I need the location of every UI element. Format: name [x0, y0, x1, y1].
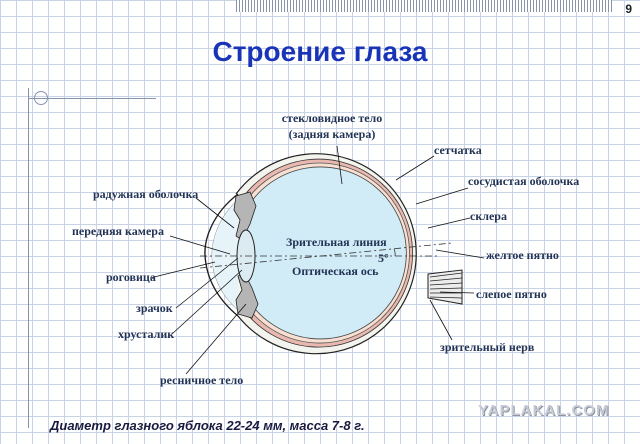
top-stripe-decoration — [236, 0, 612, 12]
label-cornea: роговица — [106, 270, 156, 284]
watermark-logo: YAPLAKAL.COM — [478, 402, 610, 419]
vitreous-body-shape — [239, 166, 407, 340]
optic-nerve-fibers — [429, 272, 463, 299]
label-retina: сетчатка — [434, 143, 482, 157]
decorative-horizontal-line — [28, 98, 156, 99]
visual-line — [199, 242, 453, 269]
label-vitreous-line2: (задняя камера) — [289, 127, 376, 141]
label-visual-line: Зрительная линия — [286, 235, 387, 249]
label-optic-nerve: зрительный нерв — [440, 340, 535, 354]
leader-lines — [149, 145, 485, 375]
page-title: Строение глаза — [212, 36, 428, 67]
label-blind-spot: слепое пятно — [476, 287, 547, 301]
label-lens: хрусталик — [118, 327, 174, 341]
decorative-circle — [34, 91, 48, 105]
footer-caption: Диаметр глазного яблока 22-24 мм, масса … — [50, 418, 365, 433]
angle-arc — [393, 248, 396, 257]
cornea-shape — [204, 193, 239, 317]
label-pupil: зрачок — [136, 301, 173, 315]
label-angle: 5° — [378, 251, 389, 265]
label-optical-axis: Оптическая ось — [292, 264, 379, 278]
decorative-vertical-line — [28, 88, 29, 428]
label-vitreous-line1: стекловидное тело — [282, 111, 383, 125]
label-ciliary-body: ресничное тело — [160, 373, 243, 387]
slide-number: 9 — [625, 2, 632, 16]
label-anterior-chamber: передняя камера — [72, 224, 164, 238]
label-iris: радужная оболочка — [93, 187, 198, 201]
anterior-chamber-shape — [212, 200, 238, 310]
label-choroid: сосудистая оболочка — [468, 174, 579, 188]
label-sclera: склера — [470, 209, 507, 223]
label-macula: желтое пятно — [486, 248, 559, 262]
